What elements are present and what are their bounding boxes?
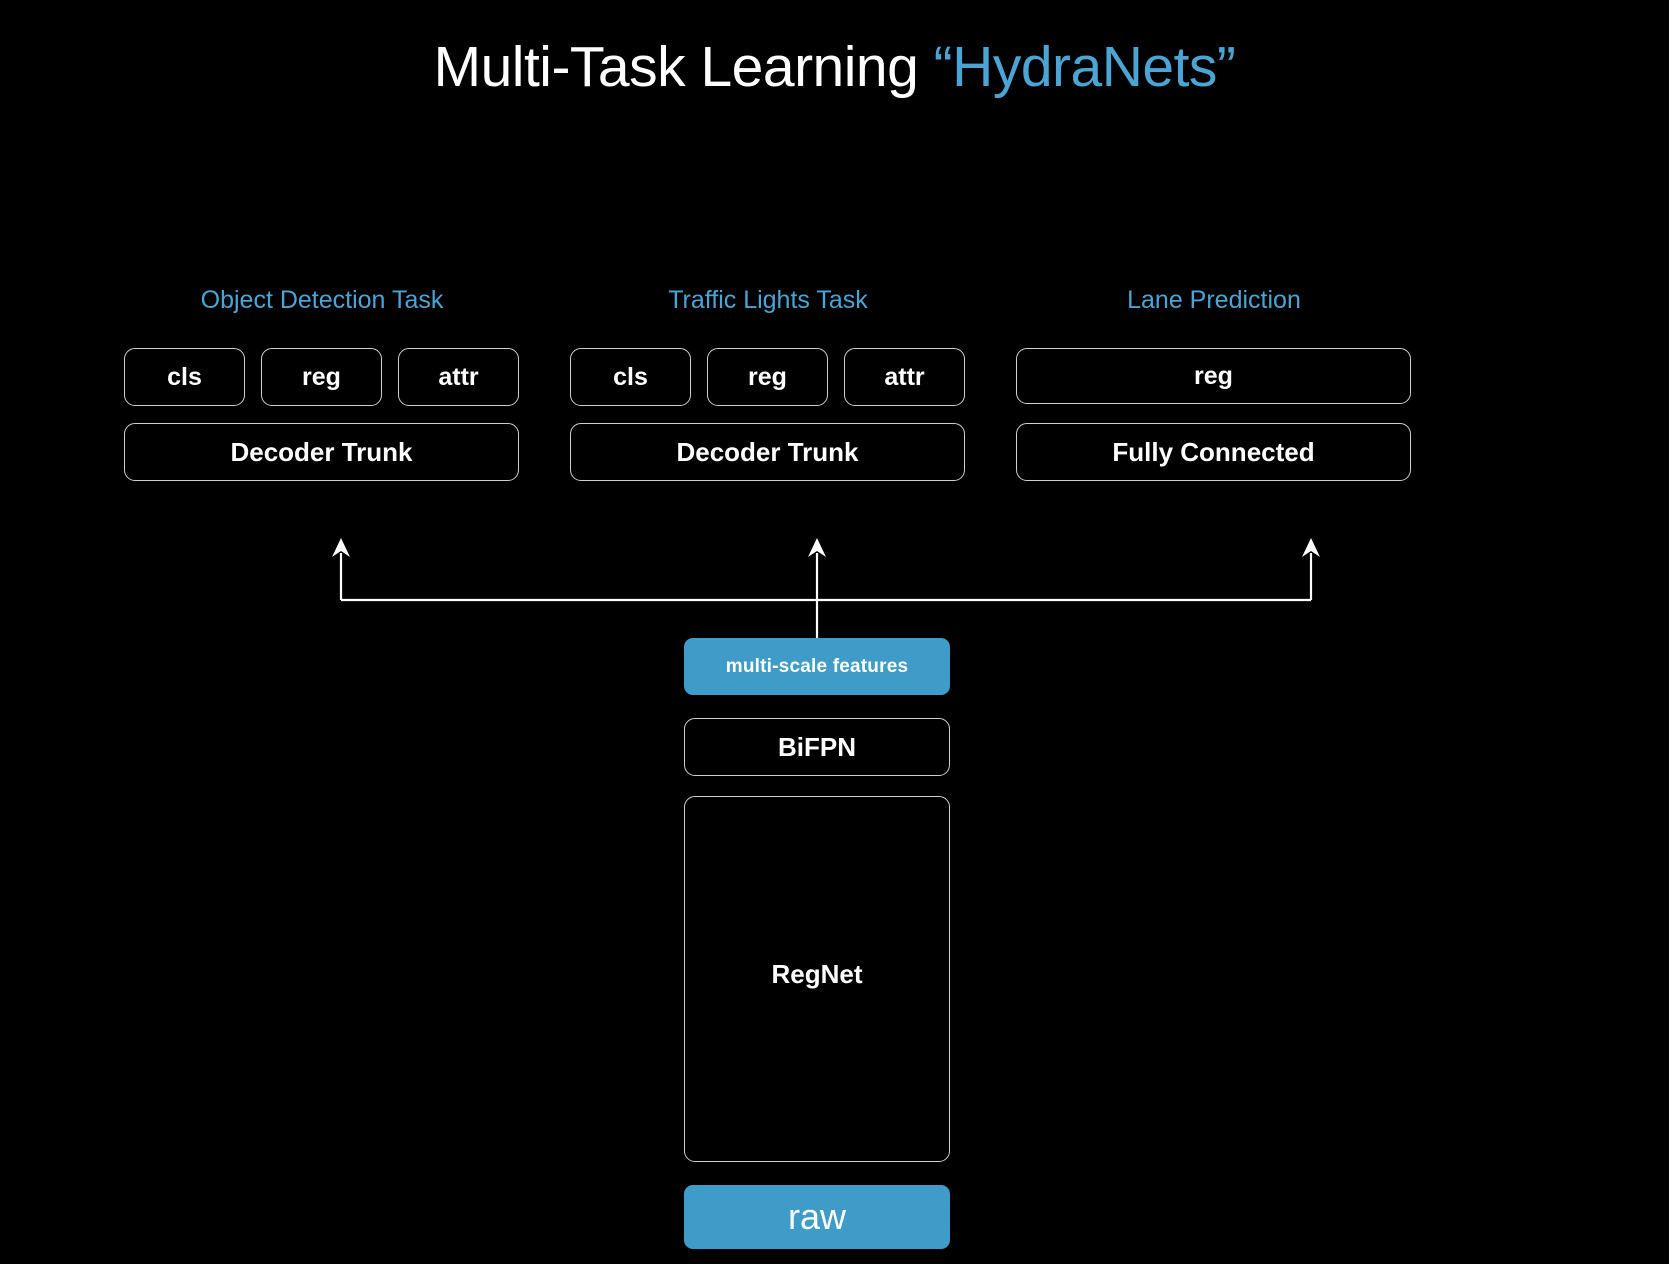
multi-scale-features-box[interactable]: multi-scale features: [684, 638, 950, 695]
column-header-lane-prediction: Lane Prediction: [1127, 286, 1301, 314]
head-box-reg-object-detection[interactable]: reg: [261, 348, 382, 406]
decoder-trunk-object-detection[interactable]: Decoder Trunk: [124, 423, 519, 481]
page-title-accent: “HydraNets”: [933, 35, 1236, 99]
column-header-traffic-lights: Traffic Lights Task: [668, 286, 868, 314]
page-title: Multi-Task Learning “HydraNets”: [0, 36, 1669, 99]
regnet-box[interactable]: RegNet: [684, 796, 950, 1162]
head-box-attr-object-detection[interactable]: attr: [398, 348, 519, 406]
decoder-trunk-traffic-lights[interactable]: Decoder Trunk: [570, 423, 965, 481]
head-box-reg-lane-prediction[interactable]: reg: [1016, 348, 1411, 404]
column-header-object-detection: Object Detection Task: [200, 286, 444, 314]
arrowhead-right: [1302, 538, 1320, 557]
page-title-plain: Multi-Task Learning: [433, 35, 934, 99]
regnet-label: RegNet: [771, 959, 863, 989]
arrowhead-center: [808, 538, 826, 557]
head-box-cls-object-detection[interactable]: cls: [124, 348, 245, 406]
arrowhead-left: [332, 538, 350, 557]
head-box-reg-traffic-lights[interactable]: reg: [707, 348, 828, 406]
raw-input-box[interactable]: raw: [684, 1185, 950, 1249]
bifpn-box[interactable]: BiFPN: [684, 718, 950, 776]
head-box-attr-traffic-lights[interactable]: attr: [844, 348, 965, 406]
fully-connected-lane-prediction[interactable]: Fully Connected: [1016, 423, 1411, 481]
head-box-cls-traffic-lights[interactable]: cls: [570, 348, 691, 406]
arrowheads: [332, 538, 1320, 557]
